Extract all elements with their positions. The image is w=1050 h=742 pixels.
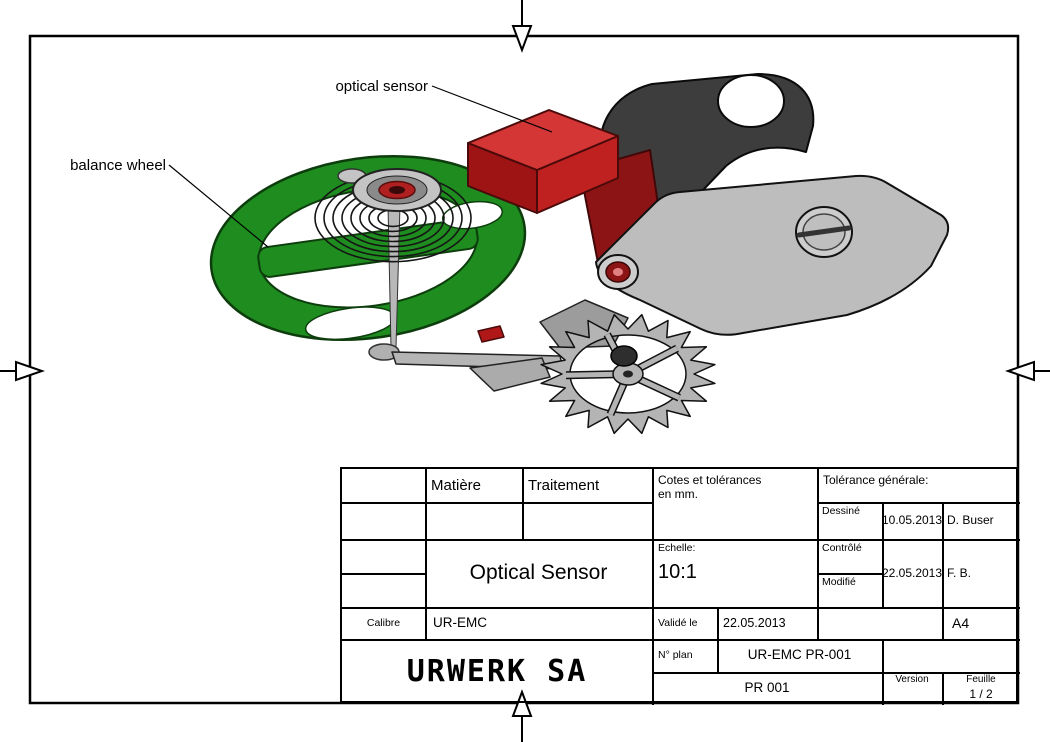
feuille-value: 1 / 2: [969, 687, 993, 701]
pallet-jewel: [477, 325, 505, 343]
doc-number: PR 001: [744, 680, 790, 696]
balance-cap-center: [389, 186, 405, 194]
controle-date: 22.05.2013: [881, 565, 943, 580]
calibre-value: UR-EMC: [433, 614, 487, 630]
tolerance-header: Tolérance générale:: [823, 473, 929, 487]
grid-line: [817, 502, 1020, 504]
valide-label: Validé le: [658, 616, 698, 629]
grid-line: [817, 469, 819, 639]
centering-mark-bottom-icon: [511, 689, 533, 742]
grid-line: [817, 573, 882, 575]
traitement-header: Traitement: [528, 476, 600, 494]
version-label: Version: [895, 674, 929, 685]
balance-wheel-leader-line: [168, 164, 269, 248]
main-plate: [595, 174, 950, 336]
echelle-label: Echelle:: [658, 542, 696, 554]
grid-line: [652, 672, 1020, 674]
centering-mark-left-icon: [0, 360, 46, 382]
balance-wheel-label: balance wheel: [70, 157, 166, 174]
calibre-label: Calibre: [366, 616, 401, 629]
grid-line: [342, 539, 1020, 541]
company-logo: URWERK SA: [406, 654, 588, 689]
valide-date: 22.05.2013: [723, 615, 786, 630]
mechanism-illustration: [209, 73, 950, 435]
escape-wheel-center: [623, 370, 633, 378]
matiere-header: Matière: [431, 476, 482, 494]
optical-sensor-box: [467, 109, 619, 214]
centering-mark-top-icon: [511, 0, 533, 53]
jewel-bearing-center: [613, 268, 623, 276]
dessine-by: D. Buser: [947, 513, 994, 528]
optical-sensor-leader-line: [431, 85, 553, 133]
grid-line: [522, 469, 524, 539]
balance-rim-cutout-2: [441, 200, 503, 230]
plan-label: N° plan: [658, 649, 693, 662]
annotation-layer: optical sensor balance wheel: [70, 78, 553, 248]
grid-line: [342, 573, 425, 575]
grid-line: [652, 469, 654, 705]
plan-value: UR-EMC PR-001: [747, 647, 852, 663]
upper-bridge-cutout: [717, 74, 785, 128]
optical-sensor-label: optical sensor: [335, 78, 428, 95]
grid-line: [942, 502, 944, 639]
controle-label: Contrôlé: [822, 542, 862, 554]
controle-by: F. B.: [947, 565, 972, 580]
cotes-header: Cotes et tolérances en mm.: [652, 469, 817, 539]
modifie-label: Modifié: [822, 576, 856, 588]
dessine-date: 10.05.2013: [881, 513, 943, 528]
grid-line: [342, 639, 1020, 641]
feuille-cell: Feuille 1 / 2: [942, 672, 1020, 705]
cotes-header-line1: Cotes et tolérances: [658, 473, 762, 487]
title-block: Matière Traitement Cotes et tolérances e…: [340, 467, 1020, 705]
centering-mark-right-icon: [1004, 360, 1050, 382]
cotes-header-line2: en mm.: [658, 487, 699, 502]
echelle-value: 10:1: [658, 560, 697, 583]
lower-lever: [469, 357, 551, 392]
format-cell: A4: [952, 614, 970, 631]
grid-line: [942, 672, 944, 705]
grid-line: [425, 469, 427, 639]
plate-screw-slot: [796, 225, 852, 238]
version-cell: Version: [882, 672, 942, 705]
grid-line: [882, 502, 884, 607]
drawing-title: Optical Sensor: [469, 561, 608, 585]
echelle-cell: Echelle: 10:1: [652, 539, 817, 607]
dessine-label: Dessiné: [822, 505, 860, 517]
feuille-label: Feuille: [966, 674, 996, 685]
grid-line: [342, 607, 1020, 609]
grid-line: [342, 502, 652, 504]
escape-wheel-pinion: [610, 345, 638, 367]
